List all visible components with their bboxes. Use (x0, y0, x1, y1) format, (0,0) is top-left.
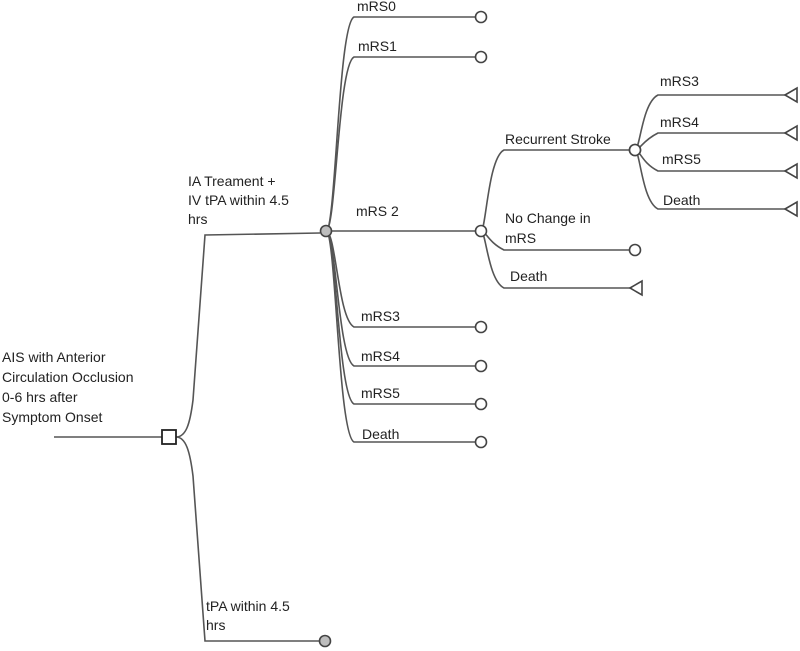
outcome-terminal-6 (474, 435, 488, 449)
recurrent-branch-label-1: mRS4 (660, 114, 699, 130)
recurrent-terminal-1 (783, 124, 798, 142)
outcome-line-0 (325, 16, 476, 232)
outcome-terminal-5 (474, 397, 488, 411)
mrs2-chance-node (474, 224, 488, 238)
outcome-line-4 (325, 230, 476, 367)
recurrent-branch-line-2 (634, 149, 785, 172)
strategy-a-chance-node (319, 224, 333, 238)
recurrent-branch-label-2: mRS5 (662, 151, 701, 167)
recurrent-branch-line-0 (634, 94, 785, 151)
outcome-label-5: mRS5 (361, 385, 400, 401)
outcome-line-3 (325, 230, 476, 328)
outcome-label-3: mRS3 (361, 308, 400, 324)
decision-node (161, 429, 177, 445)
outcome-line-6 (325, 230, 476, 443)
no-change-terminal (628, 243, 642, 257)
recurrent-branch-label-3: Death (663, 192, 700, 208)
outcome-label-0: mRS0 (357, 0, 396, 14)
outcome-terminal-0 (474, 10, 488, 24)
recurrent-terminal-3 (783, 200, 798, 218)
outcome-line-5 (325, 230, 476, 405)
outcome-terminal-4 (474, 359, 488, 373)
outcome-label-4: mRS4 (361, 348, 400, 364)
outcome-label-2: mRS 2 (356, 203, 399, 219)
mrs2-branch-label-0: Recurrent Stroke (505, 131, 611, 147)
mrs2-branch-line-1 (480, 230, 629, 251)
strategy-b-chance-node (318, 634, 332, 648)
recurrent-branch-line-3 (634, 149, 785, 210)
mrs2-death-terminal (628, 279, 643, 297)
recurrent-terminal-0 (783, 86, 798, 104)
branch-strategy-b-line (175, 436, 320, 642)
mrs2-branch-line-2 (480, 230, 630, 289)
recurrent-chance-node (628, 143, 642, 157)
outcome-label-6: Death (362, 426, 399, 442)
outcome-terminal-1 (474, 50, 488, 64)
recurrent-terminal-2 (783, 162, 798, 180)
outcome-label-1: mRS1 (358, 38, 397, 54)
recurrent-branch-label-0: mRS3 (660, 73, 699, 89)
outcome-terminal-3 (474, 320, 488, 334)
recurrent-branch-line-1 (634, 132, 785, 151)
outcome-line-1 (325, 56, 476, 232)
branch-strategy-a-line (175, 232, 321, 438)
mrs2-branch-label-2: Death (510, 268, 547, 284)
